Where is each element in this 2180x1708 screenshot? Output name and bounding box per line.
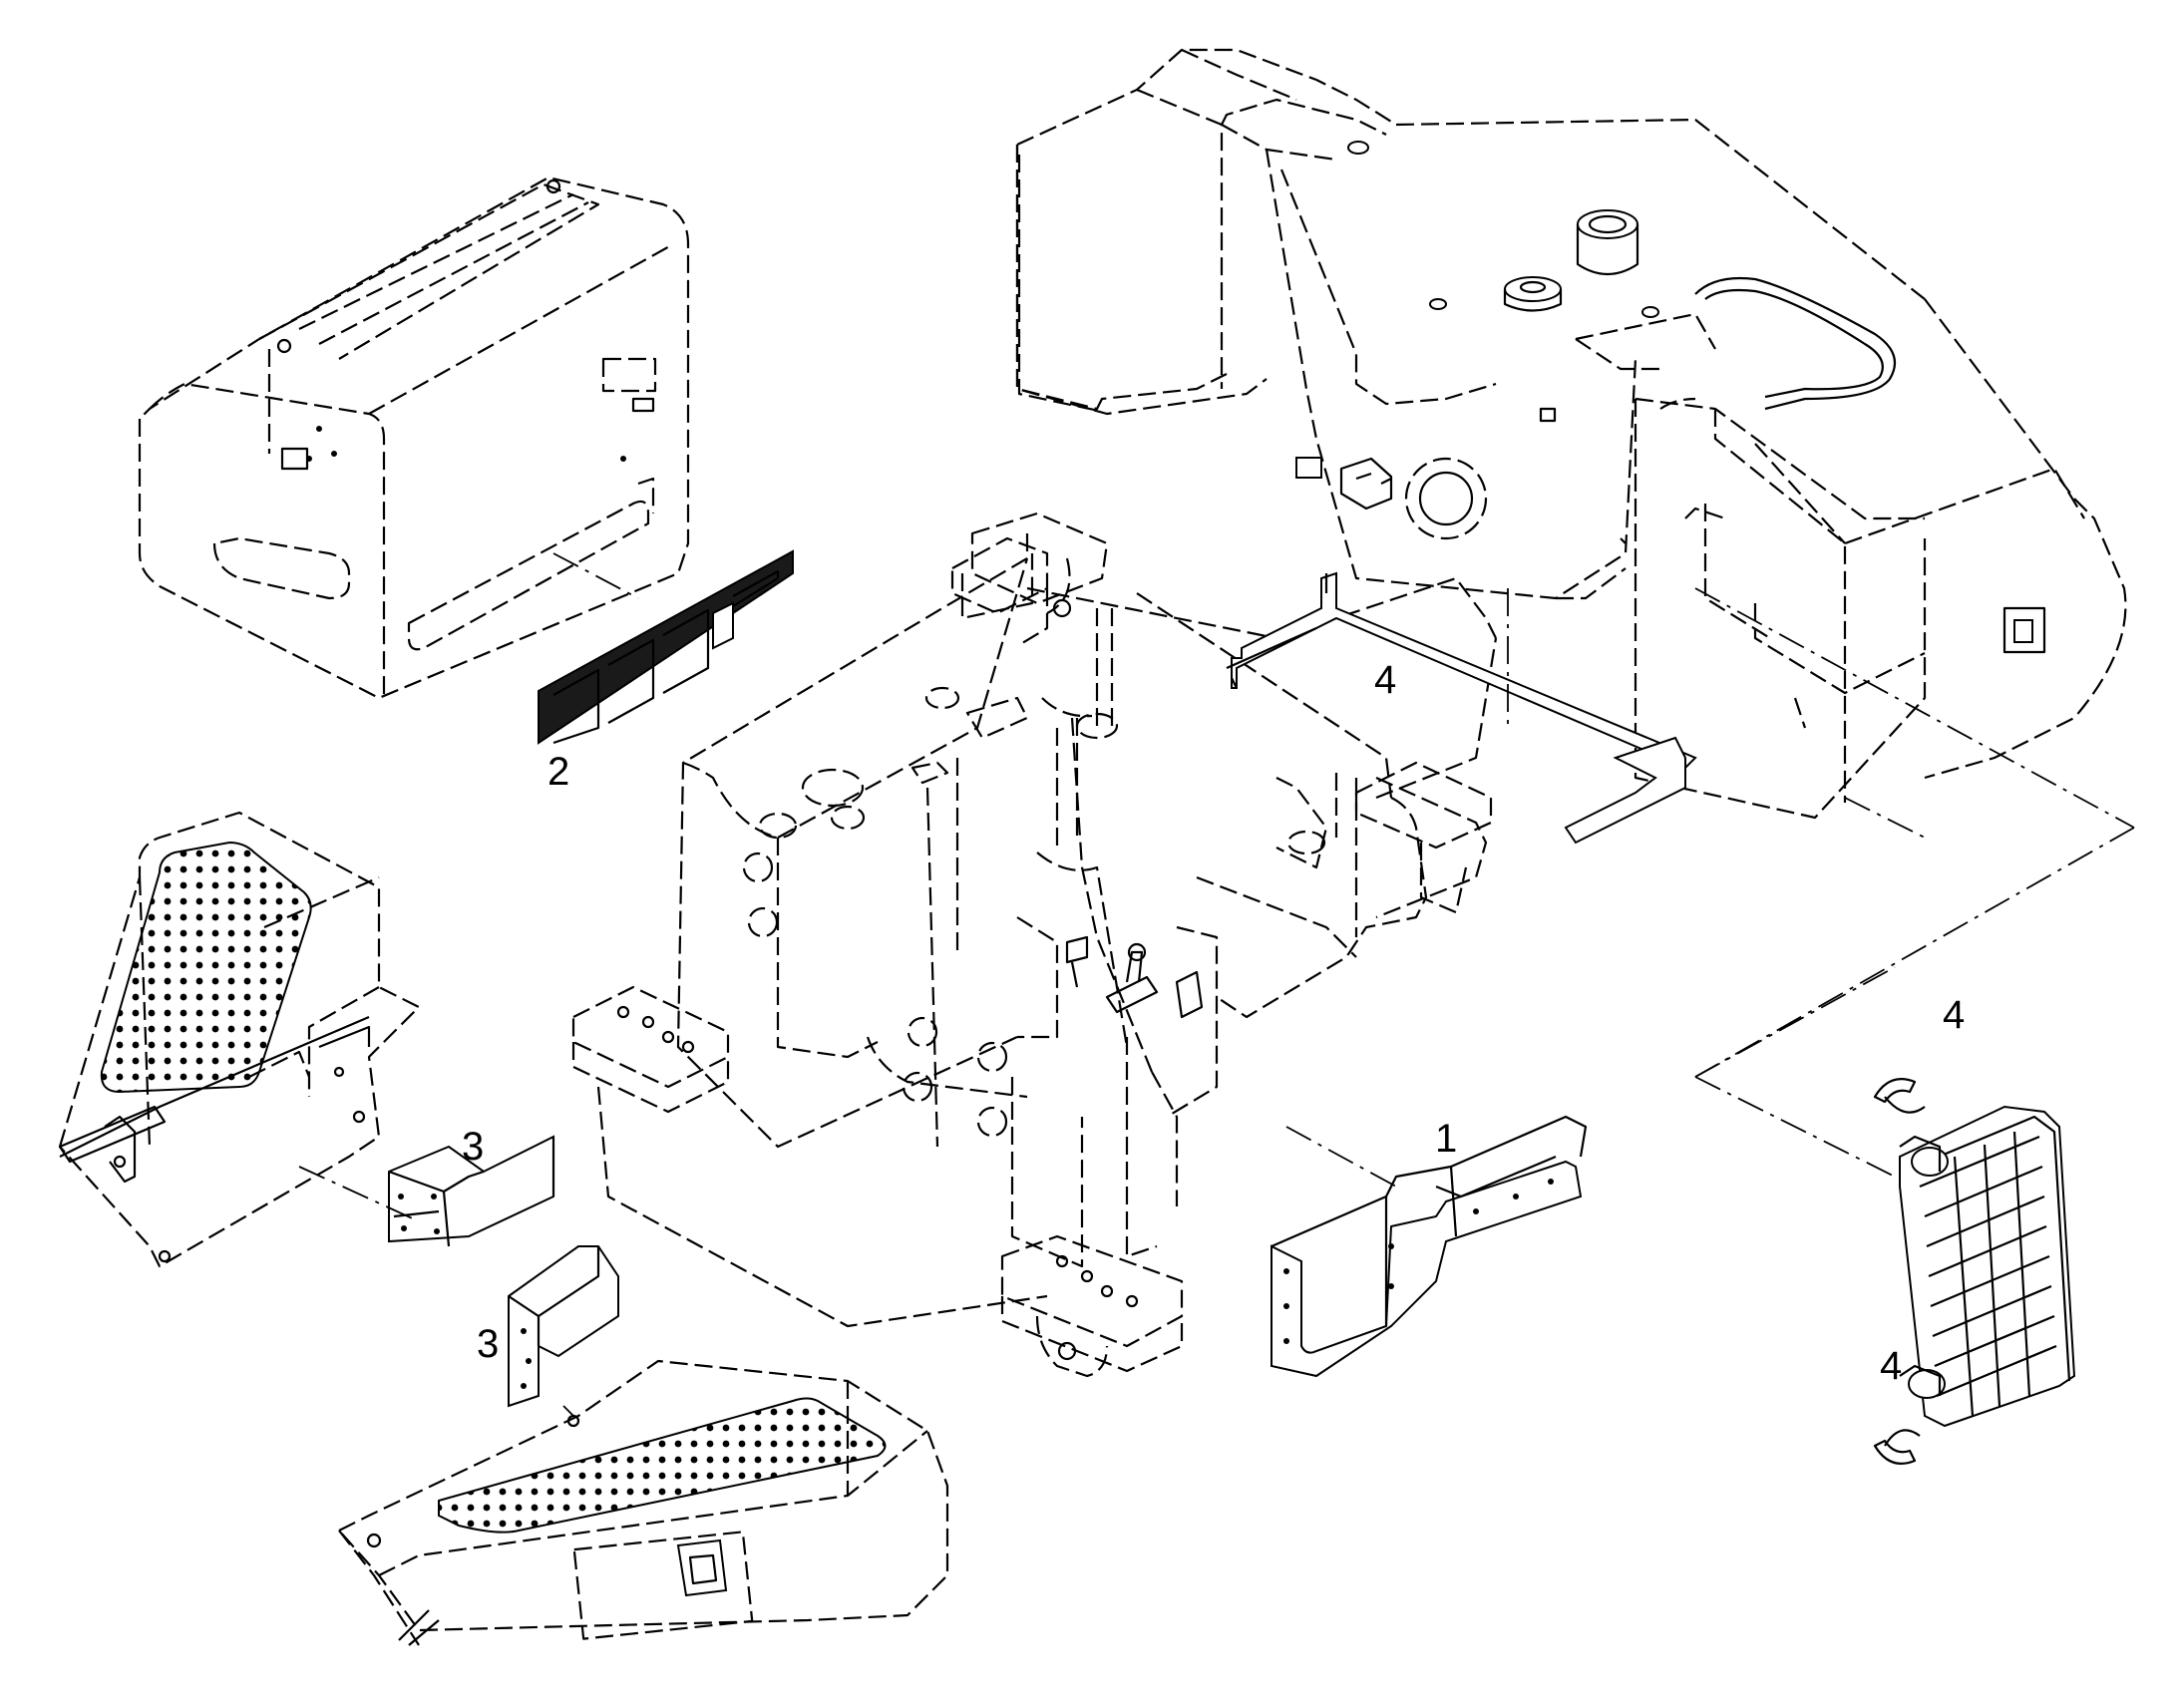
- callout-4-battery-top: 4: [1943, 993, 1965, 1037]
- callout-4-frame: 4: [1374, 658, 1396, 702]
- item-1-bracket: [1271, 1115, 1588, 1378]
- item-3-bracket-a: [388, 1135, 555, 1247]
- left-side-panel-lower: [337, 1359, 949, 1646]
- left-side-panel-upper: [58, 811, 421, 1268]
- callout-3-upper: 3: [462, 1125, 484, 1169]
- engine-hood: [138, 175, 690, 700]
- callout-2: 2: [547, 750, 569, 794]
- callout-labels: 1 2 3 3 4 4 4: [462, 658, 1965, 1388]
- callout-1: 1: [1435, 1117, 1457, 1161]
- item-3-bracket-b: [508, 1245, 619, 1408]
- battery-module: [1694, 966, 2076, 1465]
- callout-3-lower: 3: [477, 1322, 499, 1366]
- item-4-frame: [1226, 571, 1697, 845]
- main-frame: [571, 512, 1498, 1378]
- tank-assembly: [1015, 48, 2127, 820]
- item-2-grille: [538, 549, 794, 745]
- leader-lines: [298, 587, 2135, 1417]
- callout-4-battery-bottom: 4: [1880, 1344, 1902, 1388]
